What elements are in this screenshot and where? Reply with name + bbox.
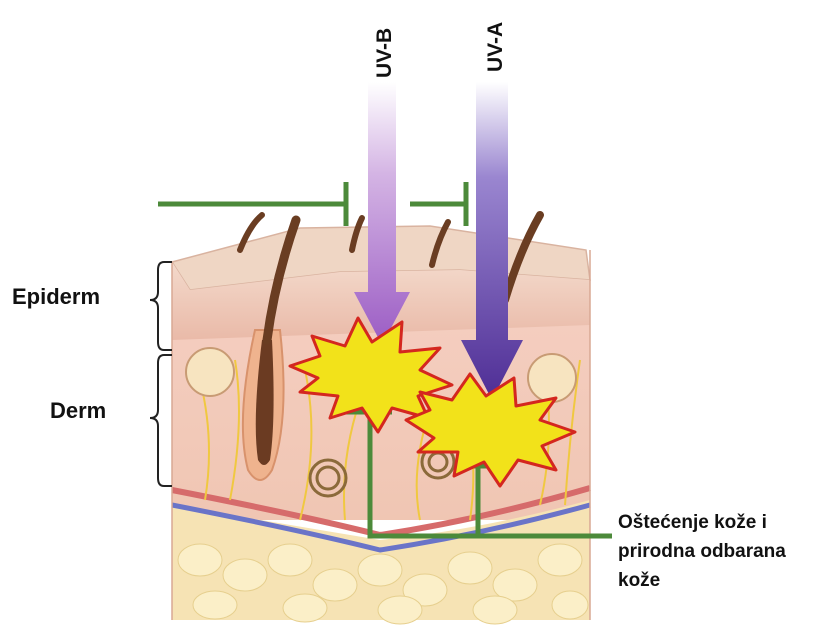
damage-defense-label: Oštećenje kože i prirodna odbarana kože: [618, 508, 828, 595]
epidermis-label: Epiderm: [12, 284, 100, 310]
dermis-label: Derm: [50, 398, 106, 424]
epidermis-bracket: [150, 262, 172, 350]
uvb-arrow: [354, 82, 410, 345]
uvb-label: UV-B: [373, 28, 396, 78]
dermis-bracket: [150, 355, 172, 486]
uva-label: UV-A: [484, 22, 507, 72]
damage-label-line-3: kože: [618, 566, 828, 595]
inhibitor-line-top-left: [158, 182, 346, 226]
inhibitor-line-top-right: [410, 182, 466, 226]
damage-label-line-2: prirodna odbarana: [618, 537, 828, 566]
damage-label-line-1: Oštećenje kože i: [618, 508, 828, 537]
